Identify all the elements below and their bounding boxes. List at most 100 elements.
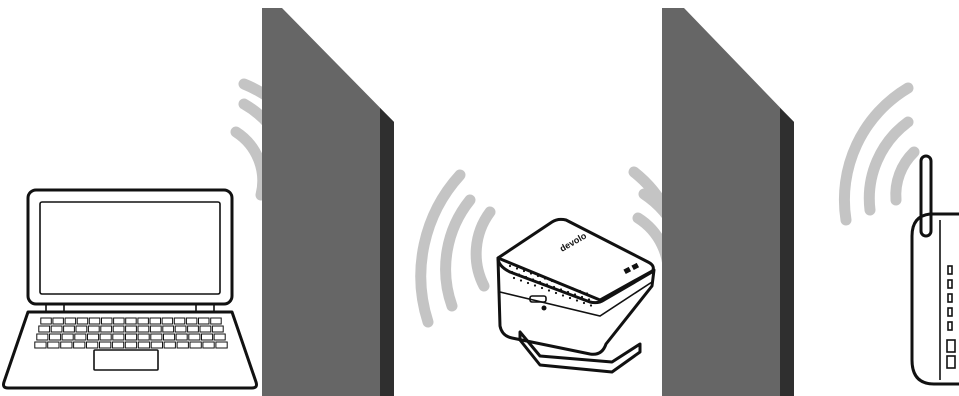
keyboard-key <box>151 342 162 348</box>
signal-wave <box>476 212 490 286</box>
vent-dot <box>530 272 532 274</box>
keyboard-key <box>101 326 112 332</box>
vent-dot <box>527 282 529 284</box>
keyboard-key <box>88 334 99 340</box>
laptop-trackpad <box>94 350 158 370</box>
keyboard-key <box>138 334 149 340</box>
keyboard-key <box>212 326 223 332</box>
vent-dot <box>518 273 520 275</box>
vent-dot <box>525 276 527 278</box>
vent-dot <box>583 302 585 304</box>
keyboard-key <box>190 342 201 348</box>
extender-led <box>542 306 547 311</box>
vent-dot <box>569 297 571 299</box>
vent-dot <box>513 277 515 279</box>
vent-dot <box>541 287 543 289</box>
vent-dot <box>544 277 546 279</box>
keyboard-key <box>214 334 225 340</box>
keyboard-key <box>62 334 73 340</box>
keyboard-key <box>113 326 124 332</box>
keyboard-key <box>35 342 46 348</box>
keyboard-key <box>53 318 64 324</box>
laptop-keyboard <box>35 318 227 348</box>
keyboard-key <box>39 326 50 332</box>
keyboard-key <box>202 334 213 340</box>
keyboard-key <box>163 326 174 332</box>
vent-dot <box>511 271 513 273</box>
vent-dot <box>572 287 574 289</box>
vent-dot <box>579 290 581 292</box>
keyboard-key <box>77 318 88 324</box>
keyboard-key <box>188 326 199 332</box>
vent-dot <box>553 286 555 288</box>
keyboard-key <box>64 326 75 332</box>
keyboard-key <box>164 342 175 348</box>
keyboard-key <box>138 342 149 348</box>
router-port <box>947 356 955 368</box>
keyboard-key <box>87 342 98 348</box>
keyboard-key <box>100 342 111 348</box>
keyboard-key <box>37 334 48 340</box>
vent-dot <box>520 279 522 281</box>
keyboard-key <box>177 342 188 348</box>
keyboard-key <box>126 326 137 332</box>
router-port <box>947 340 955 352</box>
keyboard-key <box>114 318 125 324</box>
signal-wave <box>896 152 914 200</box>
keyboard-key <box>150 326 161 332</box>
vent-dot <box>576 299 578 301</box>
laptop-icon <box>4 190 257 388</box>
keyboard-key <box>203 342 214 348</box>
vent-dot <box>539 281 541 283</box>
vent-dot <box>567 291 569 293</box>
wifi-extender-icon: devolo <box>498 219 654 372</box>
vent-dot <box>581 296 583 298</box>
keyboard-key <box>164 334 175 340</box>
signal-wave <box>446 200 470 306</box>
wall-edge <box>380 108 394 396</box>
keyboard-key <box>151 334 162 340</box>
keyboard-key <box>50 334 61 340</box>
keyboard-key <box>51 326 62 332</box>
keyboard-key <box>150 318 161 324</box>
vent-dot <box>590 304 592 306</box>
keyboard-key <box>199 318 210 324</box>
keyboard-key <box>75 334 86 340</box>
keyboard-key <box>126 318 137 324</box>
vent-dot <box>588 298 590 300</box>
wall-face <box>662 8 794 396</box>
keyboard-key <box>102 318 113 324</box>
wall-edge <box>780 108 794 396</box>
keyboard-key <box>126 334 137 340</box>
keyboard-key <box>76 326 87 332</box>
keyboard-key <box>138 326 149 332</box>
wireless-router-icon <box>912 156 959 384</box>
vent-dot <box>555 292 557 294</box>
keyboard-key <box>88 326 99 332</box>
keyboard-key <box>112 342 123 348</box>
keyboard-key <box>189 334 200 340</box>
keyboard-key <box>100 334 111 340</box>
keyboard-key <box>113 334 124 340</box>
keyboard-key <box>211 318 222 324</box>
vent-dot <box>574 293 576 295</box>
keyboard-key <box>175 326 186 332</box>
keyboard-key <box>138 318 149 324</box>
extender-brand-label: devolo <box>558 230 589 253</box>
keyboard-key <box>89 318 100 324</box>
vent-dot <box>560 288 562 290</box>
keyboard-key <box>216 342 227 348</box>
laptop-screen <box>40 202 220 294</box>
vent-dot <box>551 280 553 282</box>
vent-dot <box>523 270 525 272</box>
vent-dot <box>586 292 588 294</box>
vent-dot <box>532 278 534 280</box>
vent-dot <box>558 282 560 284</box>
vent-dot <box>546 283 548 285</box>
extender-body <box>498 258 654 354</box>
keyboard-key <box>65 318 76 324</box>
vent-dot <box>548 289 550 291</box>
vent-dot <box>565 285 567 287</box>
